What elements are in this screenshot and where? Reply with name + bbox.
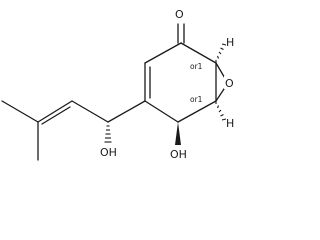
atom-chain-oh: OH [100, 146, 117, 159]
atom-h-lower: H [226, 117, 234, 130]
stereo-label-upper: or1 [190, 62, 203, 71]
atom-carbonyl-o: O [175, 8, 184, 21]
hash-bond-upper-h [215, 43, 227, 63]
bond-ch-c-double [41, 106, 71, 125]
hash-bond-lower-h [215, 101, 227, 121]
atom-epoxide-o: O [225, 77, 234, 90]
bond-methyl-upper [1, 100, 39, 123]
molecule-drawing: O O H H OH OH or1 or1 [1, 8, 235, 161]
bond-chain-ch [71, 100, 109, 123]
bond-c4-c5 [177, 100, 217, 123]
bond-c6-c1 [180, 42, 217, 64]
bond-c3-chain [107, 100, 146, 123]
atom-ring-oh: OH [170, 148, 187, 161]
bond-c3-c4 [144, 100, 179, 123]
stereo-label-lower: or1 [190, 95, 203, 104]
bond-c1-c2 [144, 42, 182, 64]
hash-bond-chain-oh [104, 125, 112, 143]
structure-canvas: O O H H OH OH or1 or1 [1, 8, 235, 161]
bond-ch-c [37, 100, 73, 123]
wedge-bond-ring-oh [175, 122, 181, 145]
atom-h-upper: H [226, 36, 234, 49]
